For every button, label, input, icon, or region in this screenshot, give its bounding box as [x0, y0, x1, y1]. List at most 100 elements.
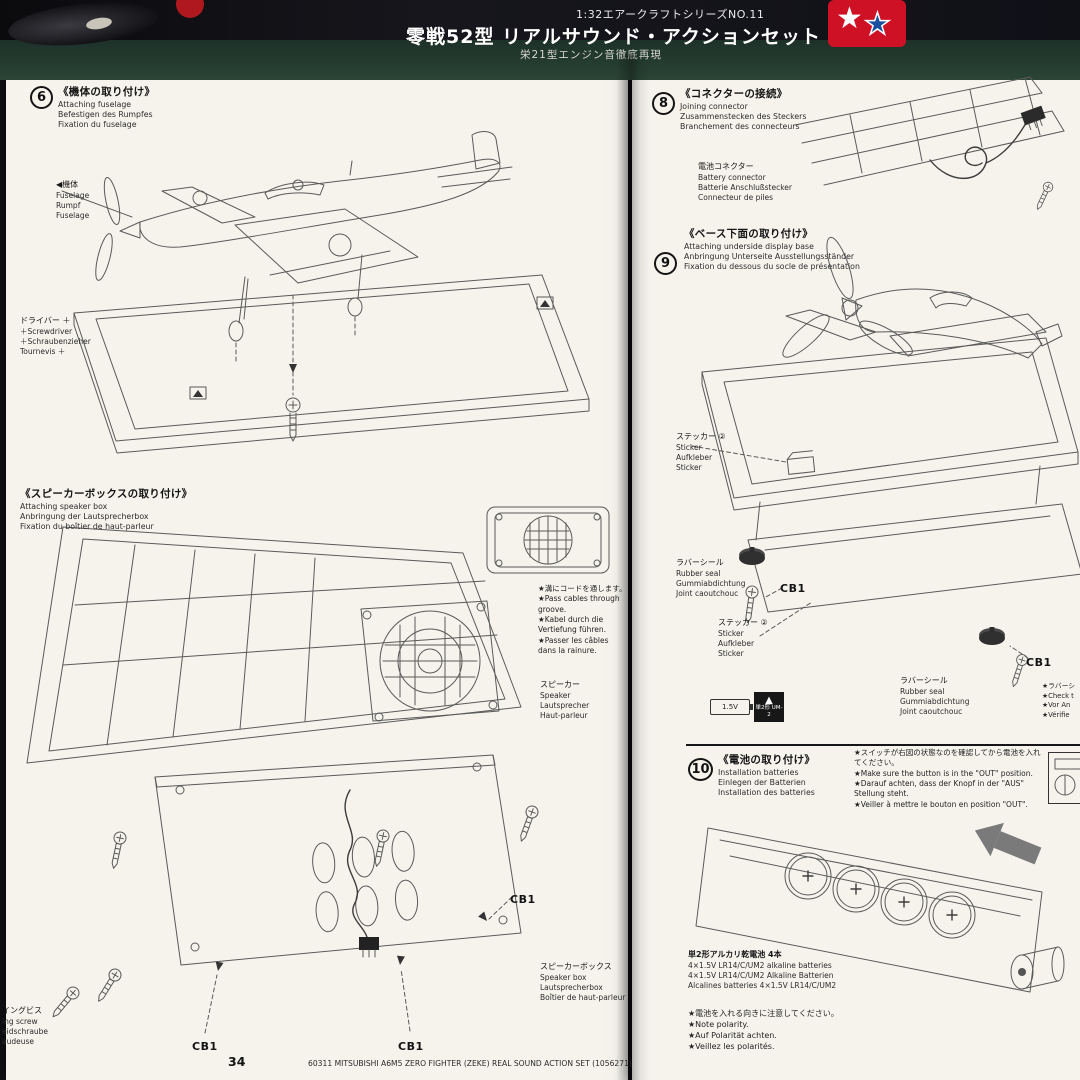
- label-line: スピーカーボックス: [540, 962, 612, 971]
- speaker-title-fr: Fixation du boîtier de haut-parleur: [20, 522, 154, 532]
- step-10-number: 10: [688, 758, 713, 781]
- rubber-seal-label: ラバーシール Rubber seal Gummiabdichtung Joint…: [900, 676, 970, 717]
- sticker-label: ステッカー ② Sticker Aufkleber Sticker: [676, 432, 726, 473]
- note-line: ★ラバーシ: [1042, 682, 1076, 690]
- step-6-title-fr: Fixation du fuselage: [58, 120, 137, 130]
- note-line: ★溝にコードを通します。: [538, 584, 627, 593]
- label-line: audeuse: [2, 1036, 34, 1046]
- step-10-title-jp: 《電池の取り付け》: [718, 754, 816, 766]
- label-line: ラバーシール: [676, 558, 724, 567]
- step-9-digit: 9: [660, 256, 671, 271]
- step-8-number: 8: [652, 92, 675, 115]
- label-line: Aufkleber: [676, 452, 713, 462]
- step-9-title-fr: Fixation du dessous du socle de présenta…: [684, 262, 860, 272]
- fuselage-attachment-diagram: [61, 131, 590, 454]
- step-9-title-jp: 《ベース下面の取り付け》: [684, 228, 814, 240]
- step-6-title-en: Attaching fuselage: [58, 100, 132, 109]
- note-line: ★Note polarity.: [688, 1020, 749, 1030]
- step-9-title-en: Attaching underside display base: [684, 242, 814, 251]
- battery-installation-diagram: [695, 822, 1065, 993]
- note-line: ★Auf Polarität achten.: [688, 1031, 777, 1041]
- manual-right-page: [632, 60, 1080, 1080]
- label-line: Gummiabdichtung: [676, 578, 746, 588]
- label-line: イングビス: [2, 1006, 42, 1015]
- label-line: Sticker: [718, 628, 744, 638]
- page-spine: [616, 54, 650, 1080]
- screwdriver-label: ドライバー ＋ ＋Screwdriver ＋Schraubenzieher To…: [20, 316, 91, 357]
- sticker-label: ステッカー ② Sticker Aufkleber Sticker: [718, 618, 768, 659]
- label-line: Aufkleber: [718, 638, 755, 648]
- note-line: ★Check t: [1042, 691, 1074, 700]
- switch-detail-inset-cut: [1048, 752, 1080, 804]
- box-subtitle-text: 栄21型エンジン音徹底再現: [520, 49, 662, 61]
- label-line: Sticker: [676, 442, 702, 452]
- tamiya-star-icon-white: ★: [836, 1, 863, 36]
- label-line: 4×1.5V LR14/C/UM2 alkaline batteries: [688, 960, 832, 970]
- cb1-screw-label: CB1: [192, 1040, 218, 1053]
- label-line: ラバーシール: [900, 676, 948, 685]
- speaker-title-de: Anbringung der Lautsprecherbox: [20, 512, 149, 522]
- hinomaru-roundel-icon: [176, 0, 204, 18]
- label-line: ステッカー ②: [718, 618, 768, 627]
- label-line: Alcalines batteries 4×1.5V LR14/C/UM2: [688, 980, 837, 990]
- switch-position-notes: ★スイッチが右図の状態なのを確認してから電池を入れてください。 ★Make su…: [854, 748, 1046, 810]
- label-line: Rubber seal: [676, 568, 721, 578]
- note-line: ★Kabel durch die Vertiefung führen.: [538, 615, 606, 635]
- battery-icon: 1.5V: [710, 699, 753, 715]
- label-line: ＋Schraubenzieher: [20, 336, 91, 346]
- tapping-screw-label-cut: イングビス ing screw eidschraube audeuse: [2, 1006, 48, 1047]
- label-line: Tournevis ＋: [20, 346, 66, 356]
- label-line: 4×1.5V LR14/C/UM2 Alkaline Batterien: [688, 970, 834, 980]
- cable-routing-notes: ★溝にコードを通します。 ★Pass cables through groove…: [538, 584, 628, 656]
- label-line: Joint caoutchouc: [900, 706, 963, 716]
- note-line: ★Pass cables through groove.: [538, 594, 620, 614]
- battery-type-text: 単2形 UM-2: [755, 705, 783, 718]
- speaker-label: スピーカー Speaker Lautsprecher Haut-parleur: [540, 680, 589, 721]
- tamiya-logo: ★ ★: [828, 0, 906, 47]
- section-divider: [686, 744, 1080, 746]
- cb1-screw-label: CB1: [780, 582, 806, 595]
- speaker-title-jp: 《スピーカーボックスの取り付け》: [20, 488, 193, 500]
- label-line: 電池コネクター: [698, 162, 754, 171]
- step-8-heading: 《コネクターの接続》 Joining connector Zusammenste…: [680, 86, 806, 132]
- note-line: ★スイッチが右図の状態なのを確認してから電池を入れてください。: [854, 748, 1041, 768]
- cb1-screw-label: CB1: [510, 893, 536, 906]
- note-line: ★Vor An: [1042, 701, 1071, 710]
- step-6-title-de: Befestigen des Rumpfes: [58, 110, 153, 120]
- note-line: ★Make sure the button is in the "OUT" po…: [854, 768, 1033, 778]
- fuselage-label: ◀機体 Fuselage Rumpf Fuselage: [56, 180, 89, 221]
- edge-cut-notes: ★ラバーシ ★Check t ★Vor An ★Vérifie: [1042, 682, 1080, 720]
- note-line: ★Vérifie: [1042, 710, 1070, 719]
- step-10-heading: 《電池の取り付け》 Installation batteries Einlege…: [718, 752, 815, 798]
- label-line: Joint caoutchouc: [676, 588, 739, 598]
- label-line: Rumpf: [56, 200, 81, 210]
- label-line: スピーカー: [540, 680, 580, 689]
- page-number: 34: [228, 1054, 246, 1069]
- battery-type-mark: ▲ 単2形 UM-2: [754, 692, 784, 722]
- battery-polarity-minibox: 1.5V ▲ 単2形 UM-2: [710, 690, 832, 724]
- cb1-screw-label: CB1: [1026, 656, 1052, 669]
- label-line: Sticker: [676, 462, 702, 472]
- label-line: ドライバー ＋: [20, 316, 71, 325]
- label-line: Battery connector: [698, 172, 766, 182]
- note-line: ★Veiller à mettre le bouton en position …: [854, 799, 1028, 809]
- step-10-title-de: Einlegen der Batterien: [718, 778, 806, 788]
- label-line: 単2形アルカリ乾電池 4本: [688, 950, 782, 959]
- box-series-text: 1:32エアークラフトシリーズNO.11: [576, 8, 765, 21]
- step-6-digit: 6: [36, 90, 47, 105]
- label-line: Rubber seal: [900, 686, 945, 696]
- step-8-title-jp: 《コネクターの接続》: [680, 88, 788, 100]
- step-6-title-jp: 《機体の取り付け》: [58, 86, 156, 98]
- speaker-section-heading: 《スピーカーボックスの取り付け》 Attaching speaker box A…: [20, 486, 192, 532]
- step-8-title-de: Zusammenstecken des Steckers: [680, 112, 807, 122]
- label-line: Haut-parleur: [540, 710, 588, 720]
- underside-base-diagram: [691, 236, 1080, 689]
- label-line: Boîtier de haut-parleur: [540, 992, 626, 1002]
- up-arrow-icon: ▲: [765, 695, 773, 707]
- label-line: ing screw: [2, 1016, 38, 1026]
- label-line: ◀機体: [56, 180, 79, 189]
- step-8-title-fr: Branchement des connecteurs: [680, 122, 800, 132]
- step-8-digit: 8: [658, 96, 669, 111]
- switch-detail-drawing: [1054, 758, 1080, 796]
